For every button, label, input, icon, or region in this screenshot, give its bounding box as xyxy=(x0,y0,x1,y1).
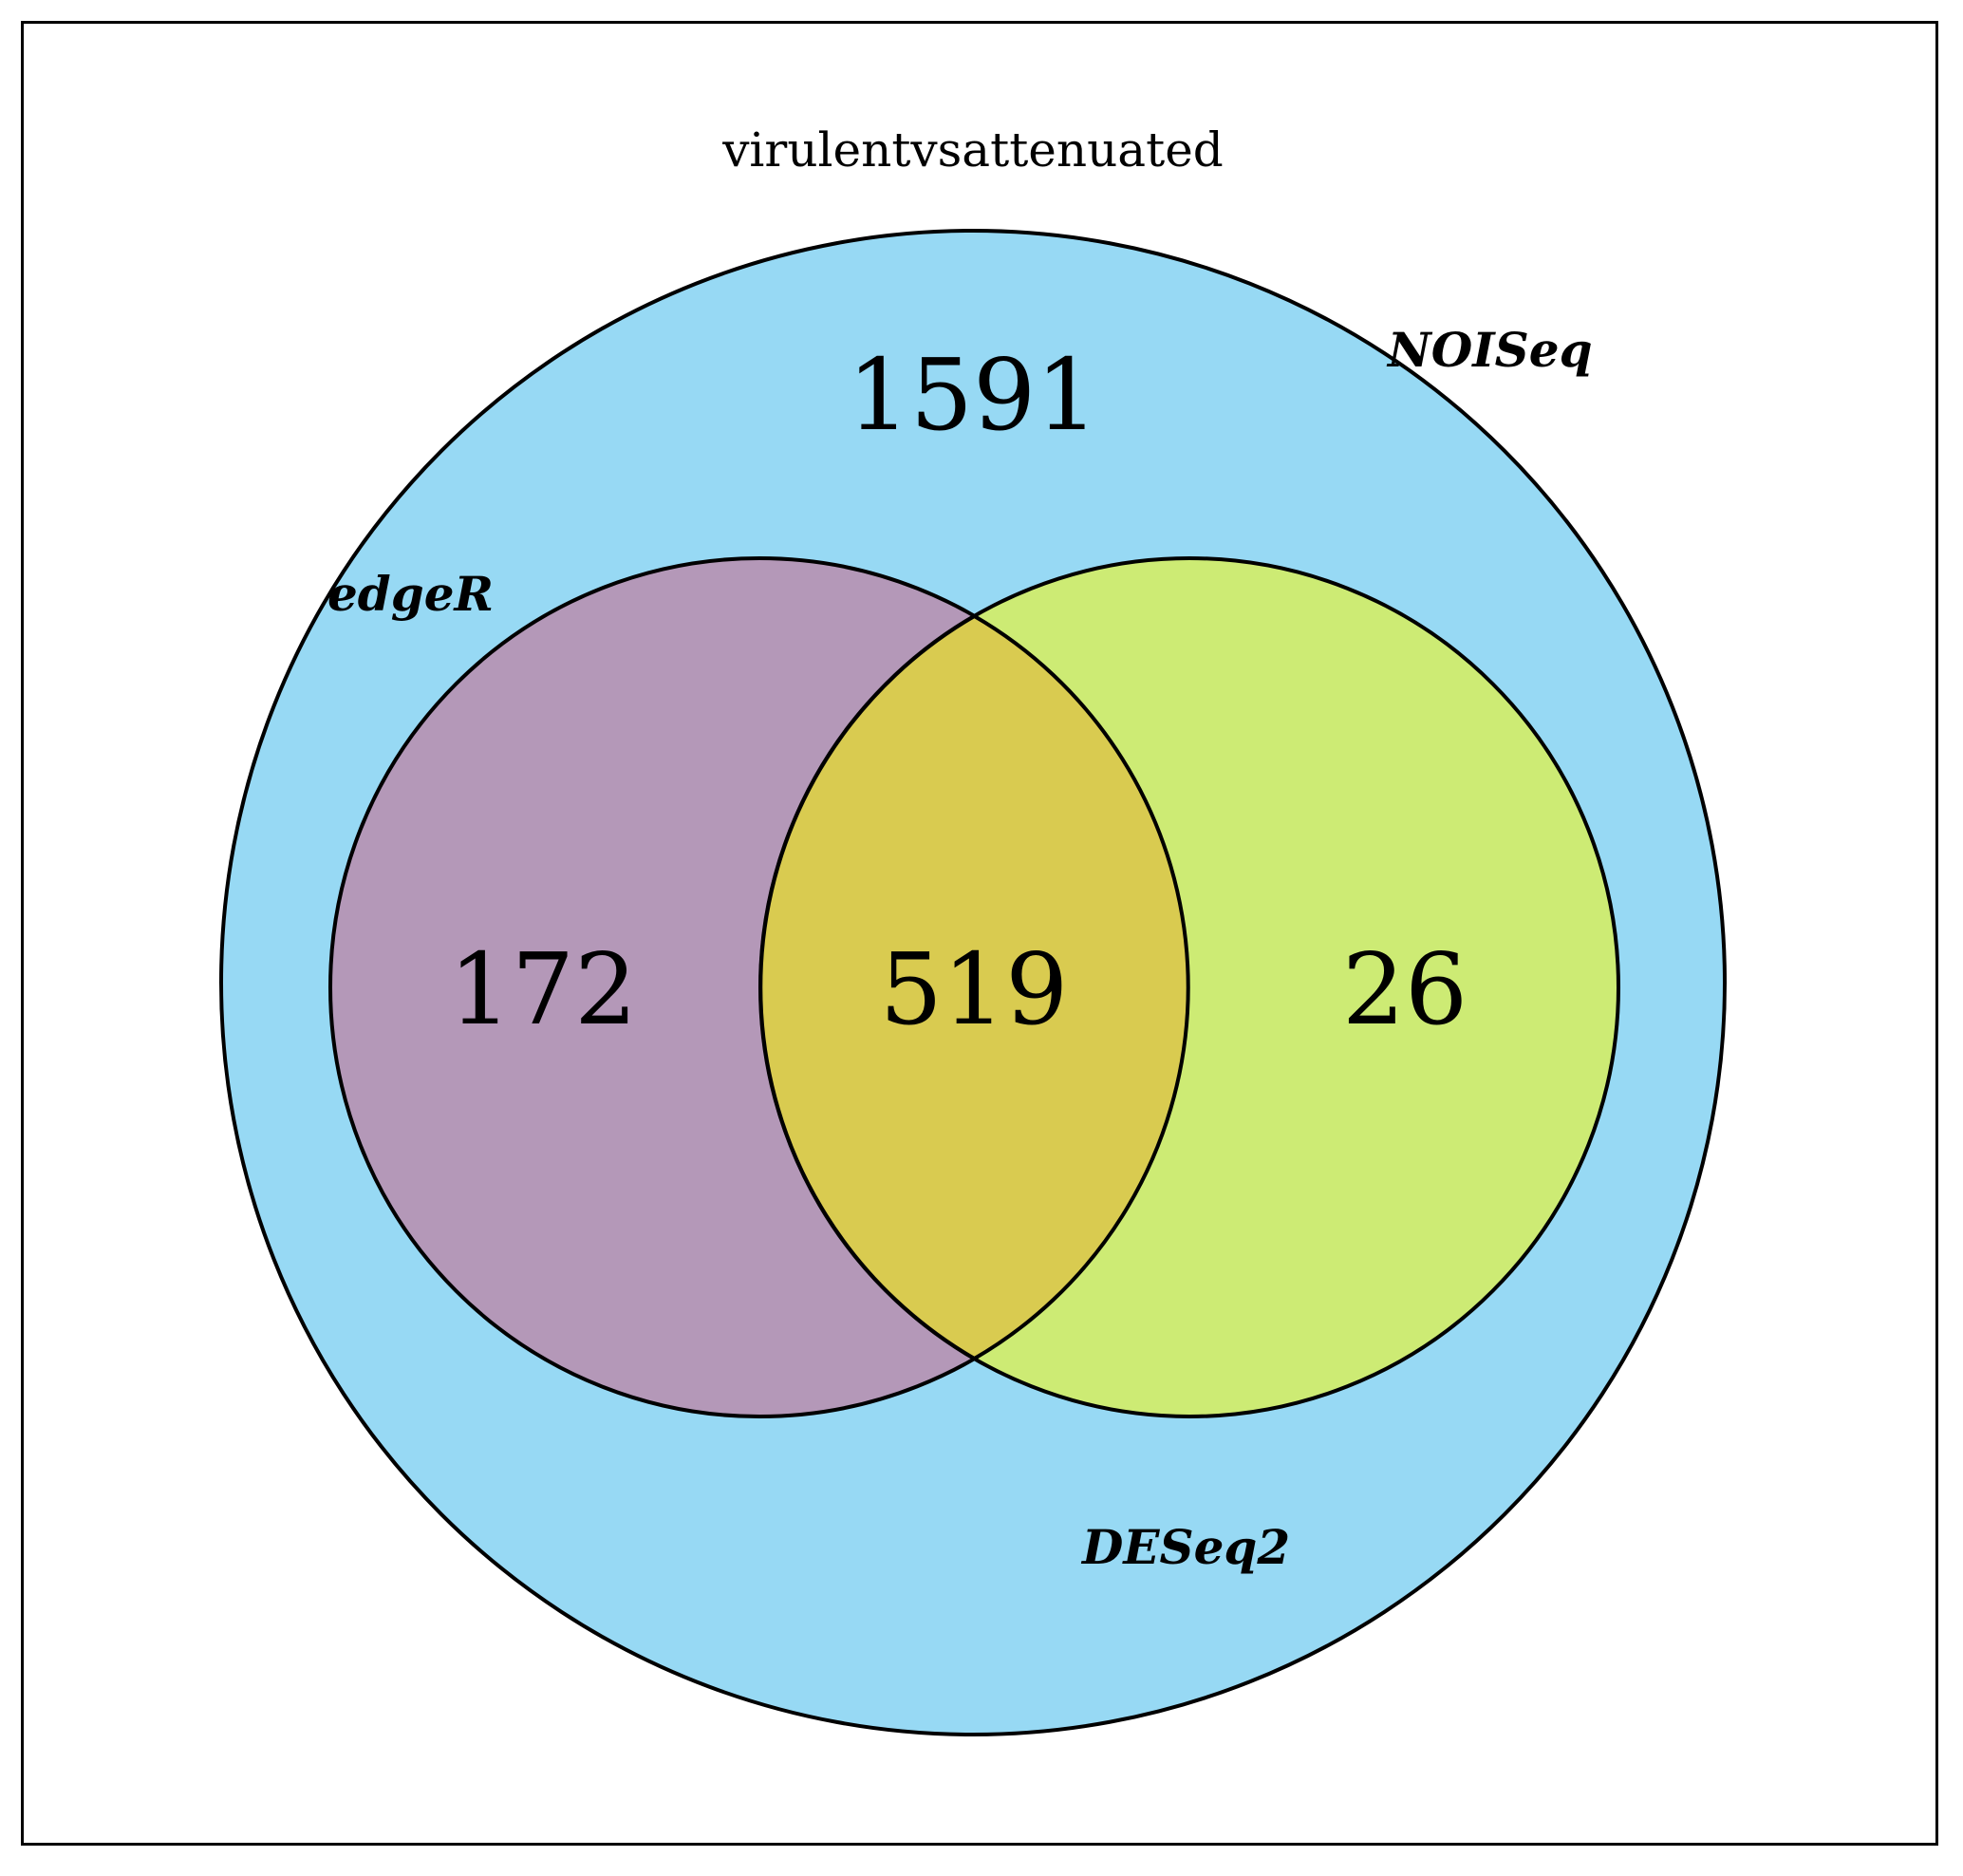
edger-deseq2-overlap xyxy=(758,613,1190,1361)
noiseq-label: NOISeq xyxy=(1386,322,1593,378)
edger-deseq2-count: 519 xyxy=(880,931,1069,1047)
diagram-title: virulentvsattenuated xyxy=(721,122,1224,178)
edger-label: edgeR xyxy=(327,566,494,622)
noiseq-only-count: 1591 xyxy=(848,337,1099,453)
deseq2-label: DESeq2 xyxy=(1080,1519,1290,1575)
deseq2-only-count: 26 xyxy=(1342,931,1468,1047)
edger-only-count: 172 xyxy=(449,931,638,1047)
